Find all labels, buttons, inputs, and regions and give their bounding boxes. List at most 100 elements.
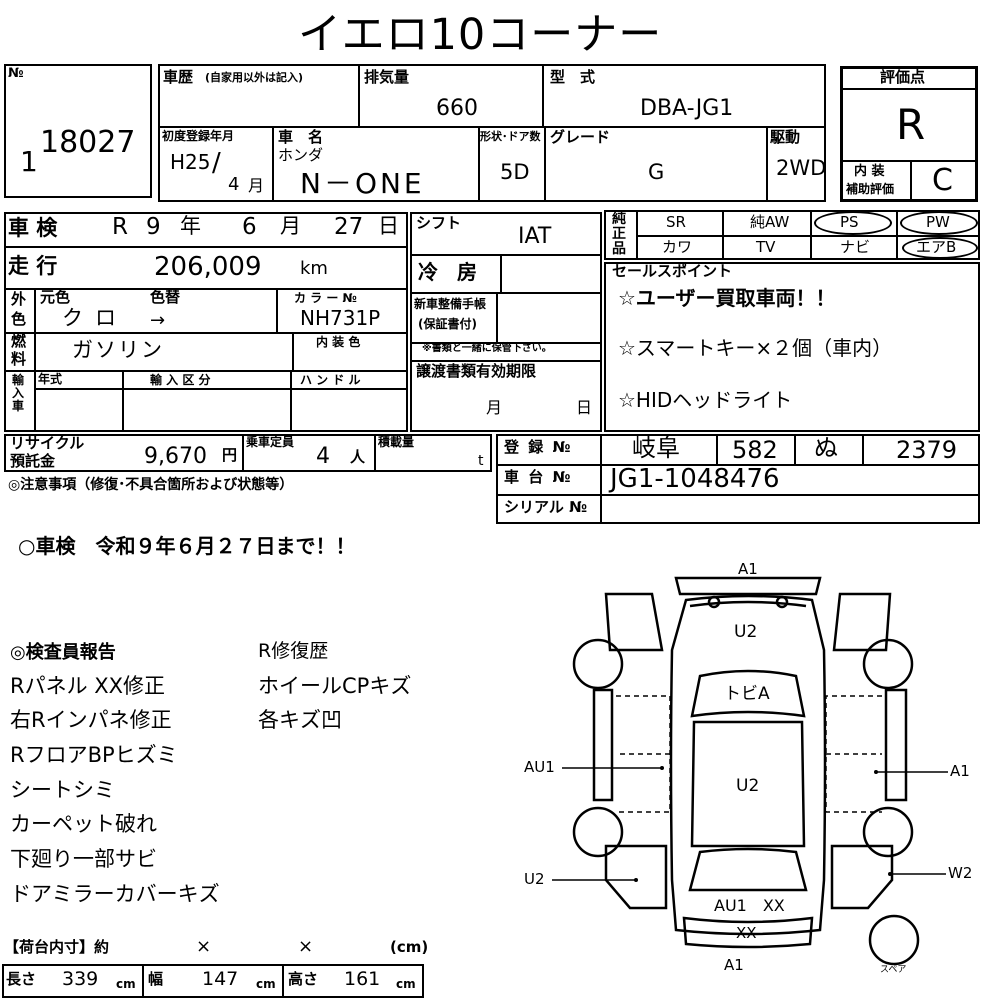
displacement-label: 排気量: [364, 68, 410, 86]
sales-points-box: [604, 262, 980, 432]
lot-number-box: [4, 64, 152, 198]
mileage-unit: km: [300, 258, 328, 279]
inspection-label: 車 検: [8, 216, 58, 240]
first-reg-month-unit: 月: [248, 176, 265, 195]
mileage-label: 走 行: [8, 254, 58, 278]
color-side-1: 外: [11, 290, 27, 308]
color-side-2: 色: [11, 310, 27, 328]
spare-tire: [868, 914, 920, 966]
grade-label: グレード: [550, 128, 611, 146]
recycle-label-1: リサイクル: [10, 434, 85, 452]
import-side-label: 輸入車: [12, 373, 25, 414]
cargo-table: [2, 964, 424, 998]
diag-top: A1: [738, 560, 758, 578]
first-reg-year: H25: [170, 150, 211, 174]
diag-left-rear: U2: [524, 870, 545, 888]
manual-label-2: (保証書付): [418, 317, 477, 331]
report-left-5: カーペット破れ: [10, 812, 157, 836]
history-note: (自家用以外は記入): [205, 71, 304, 84]
serial-label: シリアル №: [504, 498, 588, 516]
reg-kana: ぬ: [814, 434, 838, 462]
orig-color-value: クロ: [62, 306, 128, 330]
front-bumper: [674, 576, 822, 596]
inspection-day-unit: 日: [378, 214, 399, 238]
diag-roof: U2: [736, 776, 760, 796]
vehicle-info-table: [158, 64, 826, 202]
rating-box: [840, 66, 978, 202]
equip-side-3: 品: [612, 241, 626, 257]
equip-sr: SR: [666, 213, 686, 231]
report-left-7: ドアミラーカバーキズ: [10, 882, 220, 906]
sales-point-1: ☆ユーザー買取車両！！: [618, 286, 836, 310]
left-rear-quarter: [604, 844, 668, 910]
rear-bumper: [682, 916, 814, 949]
handle-label: ハ ン ド ル: [300, 373, 361, 387]
equip-pw: PW: [926, 213, 950, 231]
diag-rear-glass: AU1 XX: [714, 896, 785, 915]
import-class-label: 輸 入 区 分: [150, 373, 211, 387]
report-left-2: 右Rインパネ修正: [10, 708, 172, 732]
cargo-length-label: 長さ: [6, 970, 37, 988]
interior-value: C: [932, 163, 953, 198]
inspection-day: 27: [334, 214, 364, 240]
cargo-x2: ×: [298, 936, 314, 957]
spec-table-left: [4, 212, 408, 432]
model-value: DBA-JG1: [640, 96, 734, 121]
cargo-length-cm: cm: [116, 977, 136, 991]
shift-label: シフト: [416, 214, 462, 232]
left-front-fender: [604, 592, 664, 652]
car-name: N－ONE: [300, 167, 425, 200]
diag-left-mid: AU1: [524, 758, 555, 776]
drive-label: 駆動: [770, 128, 801, 146]
capacity-unit: 人: [350, 448, 366, 466]
transfer-day: 日: [576, 398, 593, 417]
cargo-width-label: 幅: [148, 970, 164, 988]
shift-value: IAT: [518, 224, 552, 249]
color-no-label: カ ラ ー №: [294, 291, 357, 305]
cargo-height-cm: cm: [396, 977, 416, 991]
load-label: 積載量: [378, 435, 415, 449]
cargo-height-value: 161: [344, 968, 381, 990]
report-left-3: RフロアBPヒズミ: [10, 743, 178, 767]
report-left-4: シートシミ: [10, 778, 115, 802]
interior-color-label: 内 装 色: [316, 335, 361, 349]
recycle-unit: 円: [222, 446, 238, 464]
right-front-fender: [832, 592, 892, 652]
equip-airbag-circle: [902, 237, 978, 259]
recycle-label-2: 預託金: [10, 452, 56, 470]
inspection-note: ○車検 令和９年６月２７日まで！！: [18, 534, 356, 558]
equip-tv: TV: [756, 238, 776, 256]
diag-hood: U2: [734, 622, 758, 642]
repaint-label: 色替: [150, 288, 181, 306]
cargo-x1: ×: [196, 936, 212, 957]
reg-label: 登 録 №: [504, 438, 573, 456]
right-rear-quarter: [830, 844, 894, 910]
sales-point-3: ☆HIDヘッドライト: [618, 388, 793, 412]
cargo-unit-label: (cm): [390, 938, 429, 956]
fuel-label-1: 燃: [11, 332, 27, 350]
transfer-month: 月: [486, 398, 503, 417]
page-title: イエロ10コーナー: [298, 10, 663, 60]
equip-navi: ナビ: [840, 238, 871, 256]
displacement-value: 660: [436, 96, 478, 121]
cargo-height-label: 高さ: [288, 970, 319, 988]
chassis-label: 車 台 №: [504, 468, 573, 486]
inspection-year: 9: [146, 214, 161, 240]
report-left-1: Rパネル XX修正: [10, 674, 166, 698]
diag-rear-bumper: XX: [736, 924, 757, 942]
equip-ps: PS: [840, 213, 859, 231]
fuel-label-2: 料: [11, 350, 27, 368]
drive-value: 2WD: [776, 156, 827, 180]
rear-glass: [688, 847, 808, 892]
wheel-rear-right: [862, 806, 914, 858]
interior-label-2: 補助評価: [846, 182, 895, 196]
orig-color-label: 元色: [40, 288, 71, 306]
spec-table-mid: [410, 212, 602, 432]
equip-side-1: 純: [612, 211, 626, 227]
chassis-value: JG1-1048476: [610, 464, 780, 494]
maker: ホンダ: [278, 146, 324, 164]
inspection-year-unit: 年: [180, 214, 201, 238]
inspection-month: 6: [242, 214, 257, 240]
model-label: 型 式: [550, 68, 596, 86]
